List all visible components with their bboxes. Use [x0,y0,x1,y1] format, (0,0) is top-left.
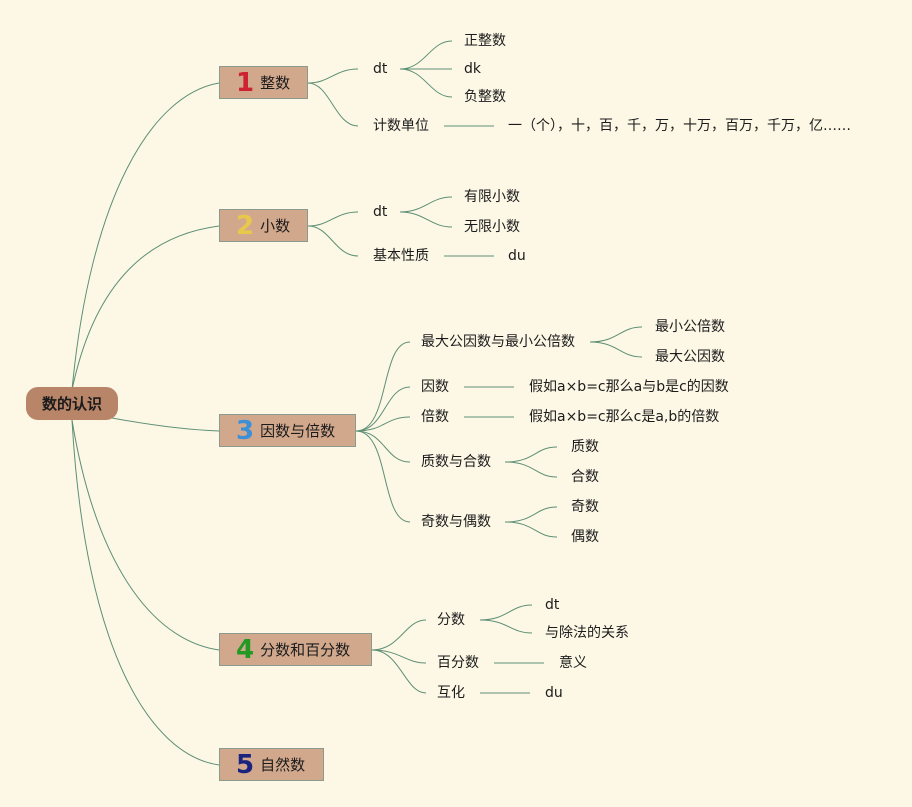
number-badge: 2 [236,210,255,241]
node-fraction-dt[interactable]: dt [545,597,560,613]
node-conversion-du[interactable]: du [545,685,563,701]
branch-label: 自然数 [260,756,306,774]
number-badge: 4 [236,634,255,665]
node-prime[interactable]: 质数 [571,439,599,455]
node-basic-property[interactable]: 基本性质 [373,248,429,264]
node-percent[interactable]: 百分数 [437,655,479,671]
node-negative-integer[interactable]: 负整数 [464,89,506,105]
node-finite-decimal[interactable]: 有限小数 [464,189,520,205]
node-multiple[interactable]: 倍数 [421,409,449,425]
branch-factor-multiple[interactable]: 3 因数与倍数 [219,414,356,447]
node-factor-definition[interactable]: 假如a×b=c那么a与b是c的因数 [529,379,729,395]
node-relation-division[interactable]: 与除法的关系 [545,625,629,641]
node-percent-meaning[interactable]: 意义 [559,655,587,671]
node-integer-dt[interactable]: dt [373,61,388,77]
number-badge: 1 [236,67,255,98]
node-odd-even[interactable]: 奇数与偶数 [421,514,491,530]
node-decimal-dt[interactable]: dt [373,204,388,220]
branch-label: 因数与倍数 [260,422,336,440]
branch-integer[interactable]: 1 整数 [219,66,308,99]
branch-decimal[interactable]: 2 小数 [219,209,308,242]
node-counting-unit[interactable]: 计数单位 [373,118,429,134]
branch-fraction-percent[interactable]: 4 分数和百分数 [219,633,372,666]
node-prime-composite[interactable]: 质数与合数 [421,454,491,470]
node-counting-unit-list[interactable]: 一（个），十，百，千，万，十万，百万，千万，亿…… [508,118,851,134]
node-gcd[interactable]: 最大公因数 [655,349,725,365]
node-odd[interactable]: 奇数 [571,499,599,515]
node-positive-integer[interactable]: 正整数 [464,33,506,49]
node-integer-dk[interactable]: dk [464,61,481,77]
node-conversion[interactable]: 互化 [437,685,465,701]
branch-label: 分数和百分数 [260,641,351,659]
node-even[interactable]: 偶数 [571,529,599,545]
branch-label: 小数 [260,217,291,235]
branch-label: 整数 [260,74,291,92]
node-fraction[interactable]: 分数 [437,612,465,628]
branch-natural-number[interactable]: 5 自然数 [219,748,324,781]
node-lcm[interactable]: 最小公倍数 [655,319,725,335]
node-infinite-decimal[interactable]: 无限小数 [464,219,520,235]
node-factor[interactable]: 因数 [421,379,449,395]
node-gcd-lcm[interactable]: 最大公因数与最小公倍数 [421,334,575,350]
number-badge: 3 [236,415,255,446]
number-badge: 5 [236,749,255,780]
node-multiple-definition[interactable]: 假如a×b=c那么c是a,b的倍数 [529,409,720,425]
root-node[interactable]: 数的认识 [26,387,118,420]
node-basic-property-value[interactable]: du [508,248,526,264]
node-composite[interactable]: 合数 [571,469,599,485]
